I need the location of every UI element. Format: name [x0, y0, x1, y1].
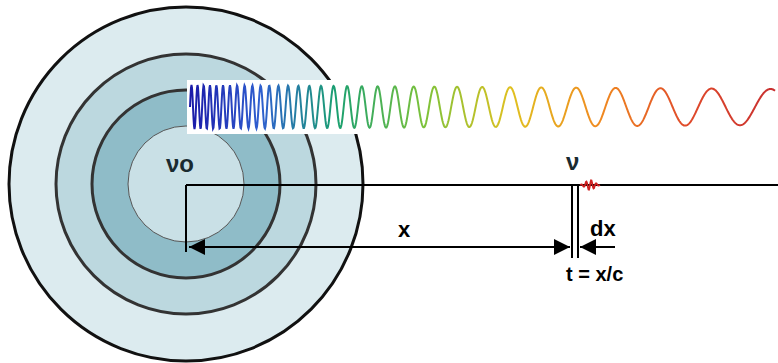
dx-tick	[571, 185, 573, 258]
distance-arrow	[189, 246, 570, 248]
observed-frequency: ν	[566, 150, 579, 174]
ray-line	[186, 184, 778, 186]
distance-label: x	[398, 219, 410, 241]
source-frequency: νo	[166, 152, 194, 176]
tick-line	[185, 185, 187, 252]
wave-panel	[187, 80, 778, 134]
time-label: t = x/c	[566, 264, 623, 284]
dx-tick	[577, 185, 579, 258]
redshift-wave	[190, 85, 775, 129]
dx-arrow	[580, 246, 615, 248]
increment-label: dx	[590, 218, 616, 240]
photon-packet	[580, 180, 600, 189]
